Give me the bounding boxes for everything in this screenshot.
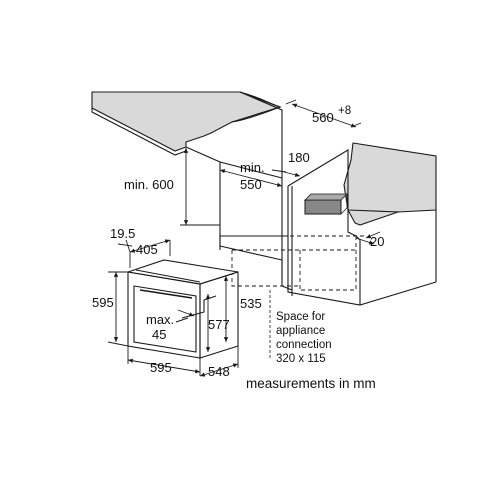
label-19-5: 19.5	[110, 226, 135, 241]
label-180: 180	[288, 150, 310, 165]
caption: measurements in mm	[246, 376, 376, 391]
oven-inner-top	[135, 269, 201, 283]
worktop-right-top	[343, 142, 437, 226]
label-560: 560	[312, 110, 334, 125]
oven	[127, 259, 239, 359]
label-min-550-line1: min.	[240, 160, 265, 175]
dim-line-20	[355, 237, 375, 245]
dim-line-180	[283, 171, 301, 177]
label-577: 577	[208, 317, 230, 332]
dimension-lines-oven	[107, 239, 239, 377]
label-560-tolerance: +8	[338, 105, 351, 117]
dimension-lines-top	[180, 99, 381, 245]
dimension-labels: 560 +8 min. 600 min. 550 180 20 19.5 405…	[92, 105, 384, 391]
worktop-break-line	[231, 91, 282, 123]
cabinet-outline	[185, 91, 437, 306]
connection-box	[304, 193, 348, 215]
dim-line-19-5	[117, 243, 133, 247]
oven-handle	[139, 289, 193, 299]
label-20: 20	[370, 234, 384, 249]
label-595-width: 595	[150, 360, 172, 375]
label-min-550-line2: 550	[240, 177, 262, 192]
label-595-height: 595	[92, 295, 114, 310]
worktop-left-top	[91, 91, 282, 152]
oven-door	[133, 285, 197, 353]
dim-line-min-550	[219, 169, 283, 187]
dim-line-max-45	[177, 309, 195, 317]
label-548: 548	[208, 364, 230, 379]
label-535: 535	[240, 296, 262, 311]
label-space-line1: Space for	[276, 311, 325, 323]
dim-line-595-width	[127, 358, 201, 374]
label-space-line2: appliance	[276, 325, 325, 337]
label-405: 405	[136, 242, 158, 257]
worktop-front-edge	[91, 108, 187, 156]
label-min-600: min. 600	[124, 177, 174, 192]
worktop	[91, 91, 437, 226]
dim-line-405	[129, 239, 171, 253]
dim-line-560	[291, 103, 357, 128]
label-max: max.	[146, 312, 174, 327]
label-max-45: 45	[152, 327, 166, 342]
label-space-line3: connection	[276, 339, 332, 351]
dim-line-548	[199, 363, 239, 377]
label-space-line4: 320 x 115	[276, 353, 326, 365]
oven-body-side	[199, 271, 239, 359]
